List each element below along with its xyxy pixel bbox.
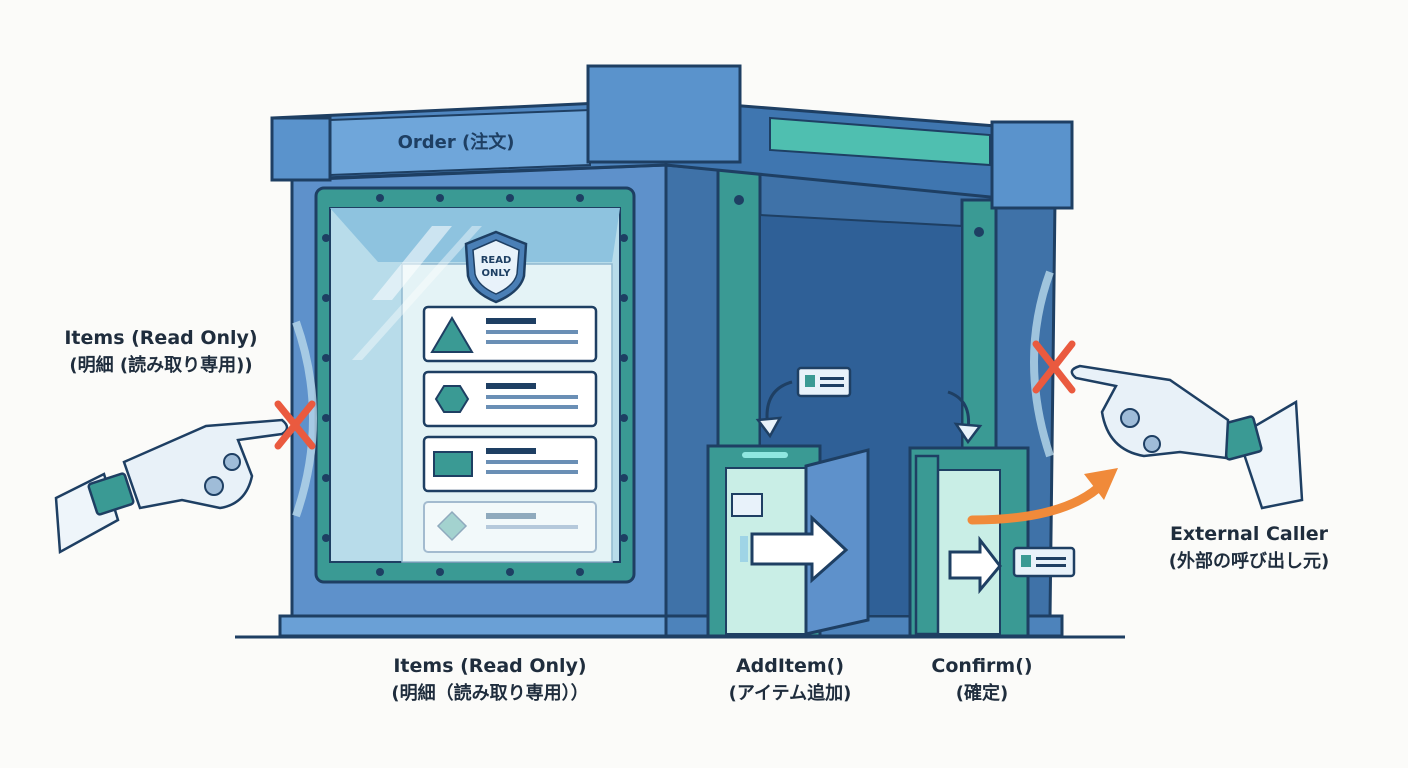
shield-text-line2: ONLY [482, 268, 512, 279]
box-lid: Order (注文) [270, 64, 1074, 210]
label-line2: (確定) [955, 683, 1009, 704]
arrow-icon [948, 535, 1002, 595]
shield-icon: READ ONLY [464, 230, 528, 304]
label-line1: External Caller [1169, 523, 1329, 545]
pillar-bolt [734, 195, 744, 205]
window-recess [330, 208, 620, 262]
arrow-icon [750, 514, 849, 584]
x-mark-icon [274, 400, 316, 450]
robot-hand-icon [1070, 364, 1230, 460]
force-field [1030, 270, 1054, 458]
label-confirm: Confirm() (確定) [912, 652, 1052, 708]
glass-reflection [372, 226, 452, 300]
left-robot-hand [54, 320, 317, 555]
robot-wrist [87, 472, 135, 516]
label-line1: Items (Read Only) [393, 655, 587, 677]
label-line1: AddItem() [735, 655, 845, 677]
glass-reflection [352, 226, 482, 360]
read-only-window: READ ONLY [314, 186, 636, 584]
item-card [423, 501, 597, 553]
add-item-door [706, 366, 870, 638]
box-base [278, 614, 668, 638]
force-field [292, 320, 317, 518]
door-panel [914, 454, 940, 636]
card-icon [731, 493, 763, 517]
label-line1: Items (Read Only) [64, 327, 258, 349]
right-robot-hand [1030, 270, 1304, 510]
label-line2: (アイテム追加) [728, 683, 852, 704]
hexagon-icon [434, 385, 470, 413]
label-bottom-items: Items (Read Only) (明細（読み取り専用）） [340, 652, 640, 708]
order-title: Order (注文) [398, 131, 515, 153]
door-light [742, 452, 788, 458]
item-card [422, 305, 598, 363]
label-external-caller: External Caller (外部の呼び出し元) [1132, 520, 1366, 576]
window-rivets [322, 194, 628, 576]
label-left-items: Items (Read Only) (明細 (読み取り専用)) [30, 324, 292, 380]
label-add-item: AddItem() (アイテム追加) [700, 652, 880, 708]
label-line2: (外部の呼び出し元) [1168, 551, 1330, 572]
pillar-bolt [974, 227, 984, 237]
shield-text-line1: READ [481, 255, 512, 266]
confirm-door [908, 390, 1118, 638]
lid-block-right [990, 120, 1074, 210]
lid-block-left [270, 116, 332, 182]
x-mark-icon [1032, 340, 1076, 394]
diamond-icon [436, 510, 468, 542]
triangle-icon [430, 316, 474, 353]
label-line1: Confirm() [931, 655, 1033, 677]
item-card [422, 370, 598, 428]
rectangle-icon [433, 451, 473, 477]
robot-hand-icon [122, 418, 289, 510]
lid-block-center [586, 64, 742, 164]
item-card [422, 435, 598, 493]
orange-arrow [967, 483, 1103, 525]
label-line2: (明細（読み取り専用）） [391, 683, 589, 704]
lid-teal-strip [769, 116, 991, 167]
label-line2: (明細 (読み取り専用)) [69, 355, 253, 376]
